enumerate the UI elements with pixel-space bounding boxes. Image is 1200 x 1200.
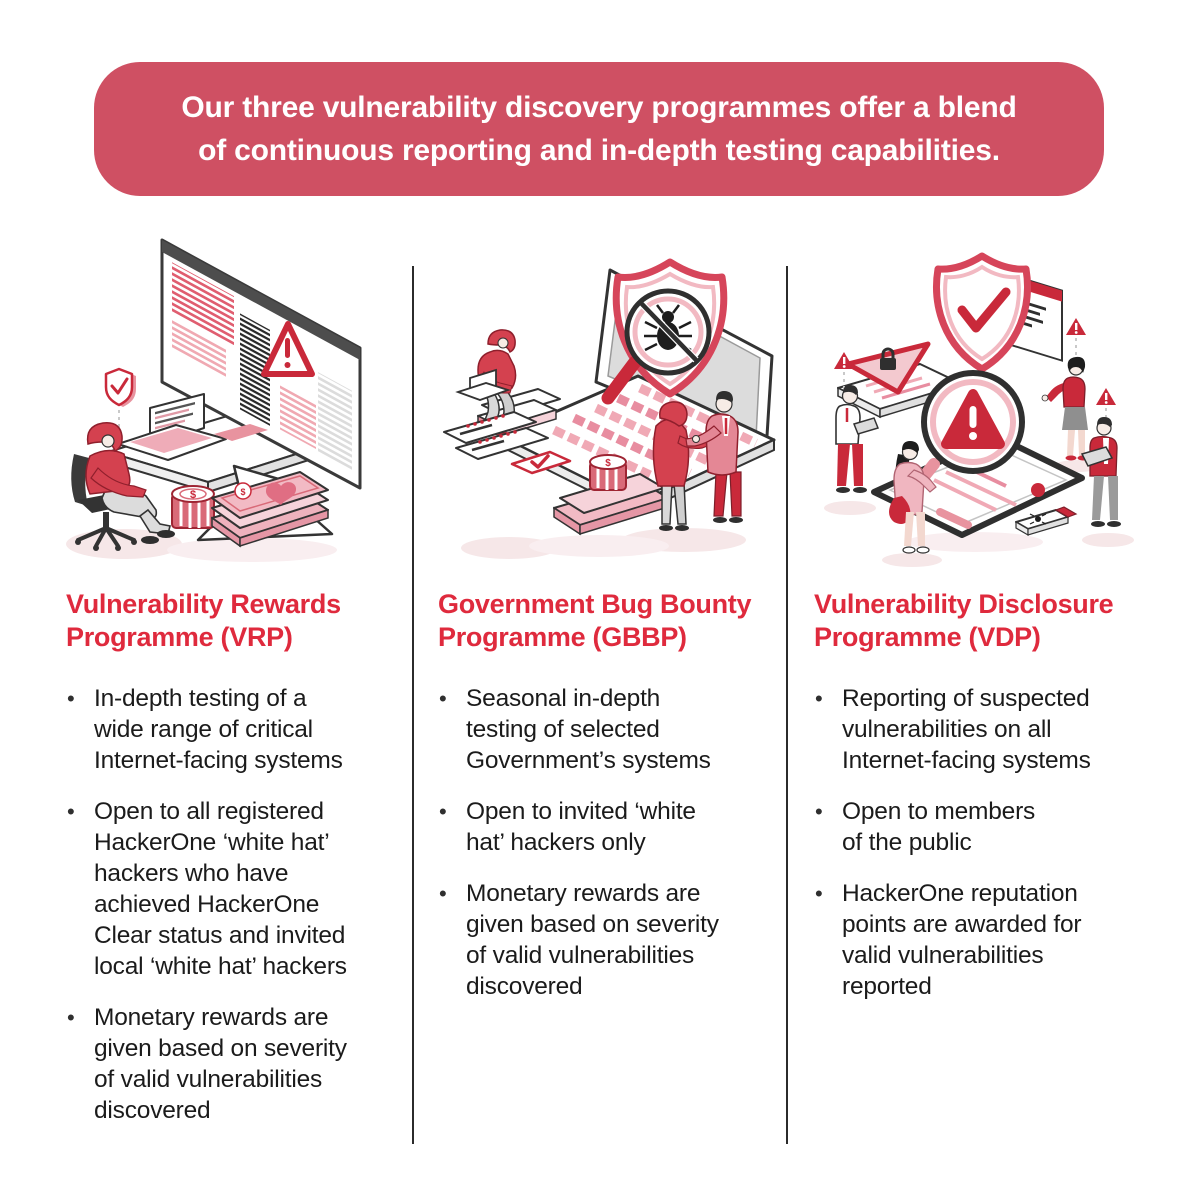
column-divider bbox=[786, 266, 788, 1144]
floor-shadow bbox=[882, 553, 942, 567]
bullet-text: Monetary rewards are given based on seve… bbox=[94, 1004, 347, 1124]
suited-person bbox=[685, 391, 743, 523]
bullet-item: • Monetary rewards are given based on sev… bbox=[434, 878, 772, 1002]
person-right-man bbox=[1080, 417, 1121, 527]
money-pile-icon: $ bbox=[553, 454, 669, 536]
bullet-item: • Monetary rewards are given based on sev… bbox=[62, 1002, 400, 1126]
warning-triangle-icon bbox=[1066, 318, 1086, 362]
person-right-woman bbox=[1041, 356, 1089, 461]
banner-text: Our three vulnerability discovery progra… bbox=[181, 91, 1017, 167]
bullet-dot: • bbox=[815, 686, 823, 711]
column-vrp: $ $ Vulnerability Rewards Programme (VRP… bbox=[62, 228, 400, 1146]
svg-text:$: $ bbox=[605, 458, 611, 469]
hooded-person-back bbox=[652, 401, 711, 531]
coin-stack-icon: $ bbox=[171, 485, 215, 529]
magnifier-warning-icon bbox=[904, 370, 1025, 500]
shield-bug-icon bbox=[601, 258, 728, 405]
bullet-text: Seasonal in-depth testing of selected Go… bbox=[466, 685, 711, 774]
column-vdp: Vulnerability Disclosure Programme (VDP)… bbox=[810, 228, 1148, 1022]
bullet-text: Monetary rewards are given based on seve… bbox=[466, 880, 719, 1000]
banknotes-icon: $ bbox=[211, 471, 329, 548]
person-left-man bbox=[835, 385, 880, 493]
bullet-text: Open to all registered HackerOne ‘white … bbox=[94, 798, 347, 980]
usb-drive-icon bbox=[1015, 506, 1078, 537]
column-title: Vulnerability Rewards Programme (VRP) bbox=[66, 589, 341, 652]
bullet-dot: • bbox=[67, 799, 75, 824]
warning-triangle-icon bbox=[261, 321, 315, 377]
column-title: Vulnerability Disclosure Programme (VDP) bbox=[814, 589, 1114, 652]
floor-shadow bbox=[824, 501, 876, 515]
laptop-icon bbox=[117, 393, 268, 461]
screen-code-lines bbox=[172, 262, 352, 471]
bullet-text: Open to members of the public bbox=[842, 798, 1036, 856]
floor-shadow bbox=[167, 538, 337, 562]
lock-icon bbox=[880, 358, 896, 370]
mousepad bbox=[214, 424, 268, 441]
bullet-item: • In-depth testing of a wide range of cri… bbox=[62, 683, 400, 776]
person-front-woman bbox=[889, 441, 937, 554]
hacker-monitor-illustration: $ $ bbox=[66, 238, 362, 562]
bullet-list: • In-depth testing of a wide range of cri… bbox=[62, 683, 400, 1126]
floor-shadow bbox=[1082, 533, 1134, 547]
laptop-shield-bug-illustration: $ bbox=[443, 258, 776, 559]
vrp-illustration: $ $ bbox=[62, 228, 400, 578]
bullet-item: • Seasonal in-depth testing of selected G… bbox=[434, 683, 772, 776]
magnifier-handle bbox=[601, 355, 642, 405]
hacker-person bbox=[85, 422, 175, 544]
svg-text:$: $ bbox=[240, 487, 245, 497]
bullet-dot: • bbox=[439, 799, 447, 824]
bullet-text: Open to invited ‘white hat’ hackers only bbox=[466, 798, 696, 856]
header-banner: Our three vulnerability discovery progra… bbox=[94, 62, 1104, 196]
bullet-dot: • bbox=[67, 686, 75, 711]
floor-shadow bbox=[529, 535, 669, 557]
gbbp-illustration: $ bbox=[434, 228, 776, 578]
bullet-list: • Reporting of suspected vulnerabilities … bbox=[810, 683, 1148, 1002]
check-card bbox=[510, 450, 572, 475]
floor-shadow bbox=[907, 532, 1043, 552]
bullet-text: In-depth testing of a wide range of crit… bbox=[94, 685, 343, 774]
bullet-item: • Open to invited ‘white hat’ hackers onl… bbox=[434, 796, 772, 858]
bullet-list: • Seasonal in-depth testing of selected G… bbox=[434, 683, 772, 1002]
bullet-item: • Reporting of suspected vulnerabilities … bbox=[810, 683, 1148, 776]
bullet-dot: • bbox=[67, 1005, 75, 1030]
handshake-hands bbox=[692, 435, 700, 443]
column-title: Government Bug Bounty Programme (GBBP) bbox=[438, 589, 752, 652]
password-card bbox=[443, 411, 537, 444]
tablet-warning-illustration bbox=[824, 252, 1134, 567]
bullet-text: Reporting of suspected vulnerabilities o… bbox=[842, 685, 1091, 774]
bug-icon bbox=[1029, 513, 1047, 525]
bullet-dot: • bbox=[815, 799, 823, 824]
svg-text:$: $ bbox=[190, 489, 196, 501]
shield-check-icon bbox=[933, 252, 1031, 373]
warning-lock-sign bbox=[845, 341, 931, 395]
bullet-dot: • bbox=[815, 881, 823, 906]
vdp-illustration bbox=[810, 228, 1148, 578]
bullet-dot: • bbox=[439, 686, 447, 711]
bullet-item: • HackerOne reputation points are awarded… bbox=[810, 878, 1148, 1002]
password-card bbox=[455, 427, 549, 460]
column-gbbp: $ bbox=[434, 228, 776, 1022]
laptop-icon bbox=[1080, 446, 1114, 467]
bullet-text: HackerOne reputation points are awarded … bbox=[842, 880, 1082, 1000]
bullet-dot: • bbox=[439, 881, 447, 906]
monitor-icon bbox=[160, 238, 362, 542]
bullet-item: • Open to all registered HackerOne ‘white… bbox=[62, 796, 400, 982]
shield-check-icon bbox=[104, 367, 136, 407]
bullet-item: • Open to members of the public bbox=[810, 796, 1148, 858]
laptop-icon bbox=[852, 417, 880, 435]
warning-triangle-icon bbox=[834, 352, 854, 390]
column-divider bbox=[412, 266, 414, 1144]
